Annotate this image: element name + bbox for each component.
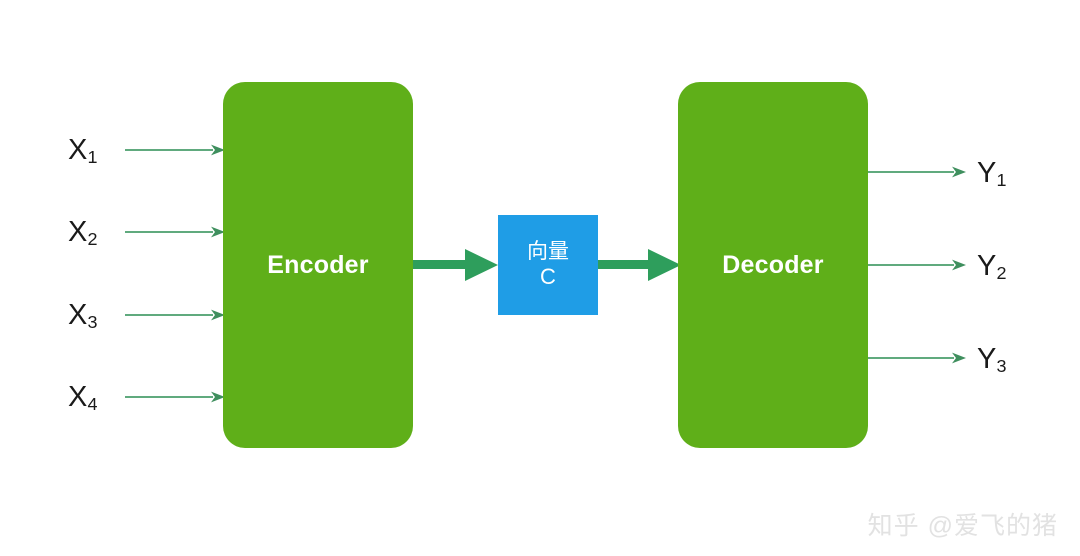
- input-label-x3: X3: [68, 299, 98, 333]
- input-label-x2-sub: 2: [87, 229, 98, 250]
- encoder-block: Encoder: [223, 82, 413, 448]
- input-label-x1-sub: 1: [87, 147, 98, 168]
- output-label-y1-sub: 1: [996, 170, 1007, 191]
- vector-to-decoder-arrow: [598, 248, 681, 282]
- vector-label-line2: C: [540, 264, 556, 290]
- output-label-y3: Y3: [977, 343, 1007, 377]
- input-label-x4-sub: 4: [87, 394, 98, 415]
- encoder-to-vector-arrow: [413, 248, 498, 282]
- context-vector-block: 向量 C: [498, 215, 598, 315]
- output-arrow-2: [868, 258, 966, 272]
- output-arrow-1: [868, 165, 966, 179]
- input-label-x2: X2: [68, 216, 98, 250]
- input-label-x3-sub: 3: [87, 312, 98, 333]
- input-label-x1-base: X: [68, 134, 88, 166]
- decoder-block: Decoder: [678, 82, 868, 448]
- vector-label-line1: 向量: [527, 239, 569, 263]
- output-label-y2-sub: 2: [996, 263, 1007, 284]
- input-label-x2-base: X: [68, 216, 88, 248]
- input-label-x4-base: X: [68, 381, 88, 413]
- output-label-y2-base: Y: [977, 250, 997, 282]
- output-label-y3-sub: 3: [996, 356, 1007, 377]
- input-arrow-1: [125, 143, 225, 157]
- input-label-x1: X1: [68, 134, 98, 168]
- output-label-y1: Y1: [977, 157, 1007, 191]
- output-label-y2: Y2: [977, 250, 1007, 284]
- input-arrow-3: [125, 308, 225, 322]
- input-label-x3-base: X: [68, 299, 88, 331]
- watermark: 知乎 @爱飞的猪: [867, 512, 1058, 540]
- input-arrow-2: [125, 225, 225, 239]
- output-label-y3-base: Y: [977, 343, 997, 375]
- decoder-label: Decoder: [722, 250, 824, 279]
- input-label-x4: X4: [68, 381, 98, 415]
- input-arrow-4: [125, 390, 225, 404]
- output-label-y1-base: Y: [977, 157, 997, 189]
- encoder-label: Encoder: [267, 250, 369, 279]
- output-arrow-3: [868, 351, 966, 365]
